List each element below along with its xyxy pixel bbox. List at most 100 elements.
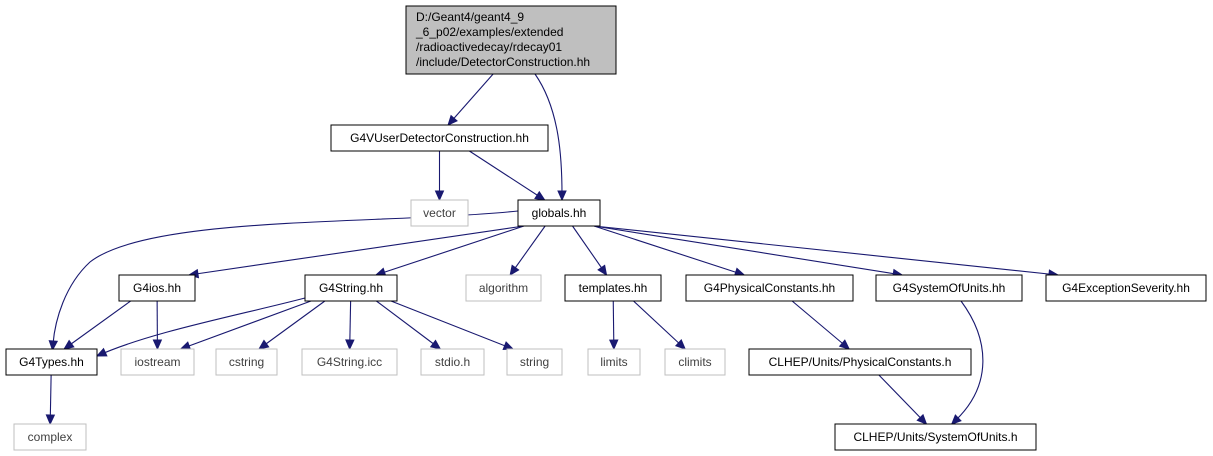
globals-node: globals.hh [517,199,601,227]
climits-node: climits [664,348,726,376]
g4string-node: G4String.hh [304,274,398,302]
edge-globals-to-g4excsev [593,225,1060,279]
edge-g4string-to-string-line [390,300,514,350]
climits-label: climits [678,355,711,369]
g4stringicc-label: G4String.icc [317,355,382,369]
edge-root-to-g4vuser [447,73,494,126]
edge-g4vuser-to-vector [434,151,445,202]
edge-g4string-to-stdio-arrowhead [429,339,442,350]
edge-g4vuser-to-vector-arrowhead [434,190,445,202]
stdio-label: stdio.h [435,355,470,369]
edge-g4string-to-stdio [376,300,442,350]
root-path-line-1: D:/Geant4/geant4_9 [416,10,524,24]
string-label: string [520,355,549,369]
limits-label: limits [600,355,627,369]
edge-g4string-to-g4types-line [96,297,306,357]
edge-globals-to-g4ios-line [188,225,525,276]
cstring-label: cstring [229,355,264,369]
algorithm-label: algorithm [479,281,528,295]
edge-templates-to-limits [608,300,619,351]
edge-g4types-to-complex [45,374,56,426]
edge-globals-to-templates-arrowhead [597,264,608,277]
edge-clhepphys-to-clhepsys-line [878,374,927,425]
edge-globals-to-templates-line [572,225,607,276]
edge-g4vuser-to-globals-line [469,150,545,201]
edge-g4physconst-to-clhepphys-line [791,300,850,350]
clhepsys-label: CLHEP/Units/SystemOfUnits.h [853,430,1017,444]
edge-globals-to-g4types-line [51,210,519,351]
edge-globals-to-g4physconst [593,225,746,277]
edge-templates-to-limits-arrowhead [608,339,619,351]
edge-g4string-to-cstring-line [258,300,326,350]
edge-g4ios-to-g4types-arrowhead [63,339,75,350]
edge-templates-to-climits-line [633,300,686,350]
edge-g4string-to-cstring [258,300,326,350]
edge-globals-to-g4sysunits-line [593,225,903,276]
edge-globals-to-g4types [48,210,519,352]
g4excsev-box [1045,274,1207,302]
g4vuser-node: G4VUserDetectorConstruction.hh [330,124,549,152]
climits-box [664,348,726,376]
string-node: string [506,348,563,376]
limits-node: limits [587,348,641,376]
edge-g4string-to-g4stringicc [345,300,355,351]
templates-node: templates.hh [564,274,662,302]
g4physconst-label: G4PhysicalConstants.hh [704,281,835,295]
edge-g4physconst-to-clhepphys-arrowhead [838,339,851,350]
templates-box [564,274,662,302]
vector-label: vector [423,206,456,220]
g4vuser-label: G4VUserDetectorConstruction.hh [350,131,529,145]
edge-g4vuser-to-globals-arrowhead [534,190,546,201]
edge-g4string-to-cstring-arrowhead [258,339,270,350]
cstring-box [215,348,278,376]
edge-g4string-to-stdio-line [376,300,441,350]
g4types-box [5,348,98,376]
edge-g4ios-to-iostream [152,300,163,351]
edge-clhepphys-to-clhepsys [878,374,928,425]
edge-clhepphys-to-clhepsys-arrowhead [916,413,928,425]
edge-g4vuser-to-globals [469,150,546,201]
edge-globals-to-algorithm-arrowhead [509,264,520,277]
edge-globals-to-algorithm [509,225,546,277]
stdio-node: stdio.h [420,348,485,376]
edge-globals-to-g4string [374,225,525,277]
edges-layer [45,73,1060,426]
stdio-box [420,348,485,376]
g4types-label: G4Types.hh [19,355,84,369]
g4physconst-node: G4PhysicalConstants.hh [685,274,854,302]
complex-node: complex [13,423,87,451]
edge-globals-to-g4string-line [375,225,525,276]
g4vuser-box [330,124,549,152]
g4sysunits-box [875,274,1023,302]
edge-root-to-g4vuser-line [447,73,494,126]
edge-g4sysunits-to-clhepsys-line [951,300,984,425]
globals-label: globals.hh [532,206,587,220]
edge-root-to-globals-arrowhead [557,190,567,202]
g4ios-node: G4ios.hh [118,274,196,302]
edge-globals-to-algorithm-line [509,225,546,276]
vector-box [410,199,469,227]
complex-label: complex [28,430,73,444]
edge-g4string-to-g4types-arrowhead [95,347,108,357]
iostream-box [120,348,195,376]
g4stringicc-node: G4String.icc [301,348,398,376]
iostream-label: iostream [134,355,180,369]
g4physconst-box [685,274,854,302]
edge-g4string-to-string-arrowhead [502,341,515,350]
edge-g4sysunits-to-clhepsys-arrowhead [950,414,962,426]
edge-g4types-to-complex-arrowhead [45,414,56,426]
g4excsev-node: G4ExceptionSeverity.hh [1045,274,1207,302]
cstring-node: cstring [215,348,278,376]
g4string-box [304,274,398,302]
edge-g4ios-to-g4types-line [63,300,131,350]
g4sysunits-node: G4SystemOfUnits.hh [875,274,1023,302]
edge-g4physconst-to-clhepphys [791,300,851,350]
edge-g4ios-to-g4types [63,300,131,350]
edge-templates-to-climits-arrowhead [674,339,687,350]
globals-box [517,199,601,227]
g4stringicc-box [301,348,398,376]
string-box [506,348,563,376]
g4ios-label: G4ios.hh [133,281,181,295]
g4ios-box [118,274,196,302]
